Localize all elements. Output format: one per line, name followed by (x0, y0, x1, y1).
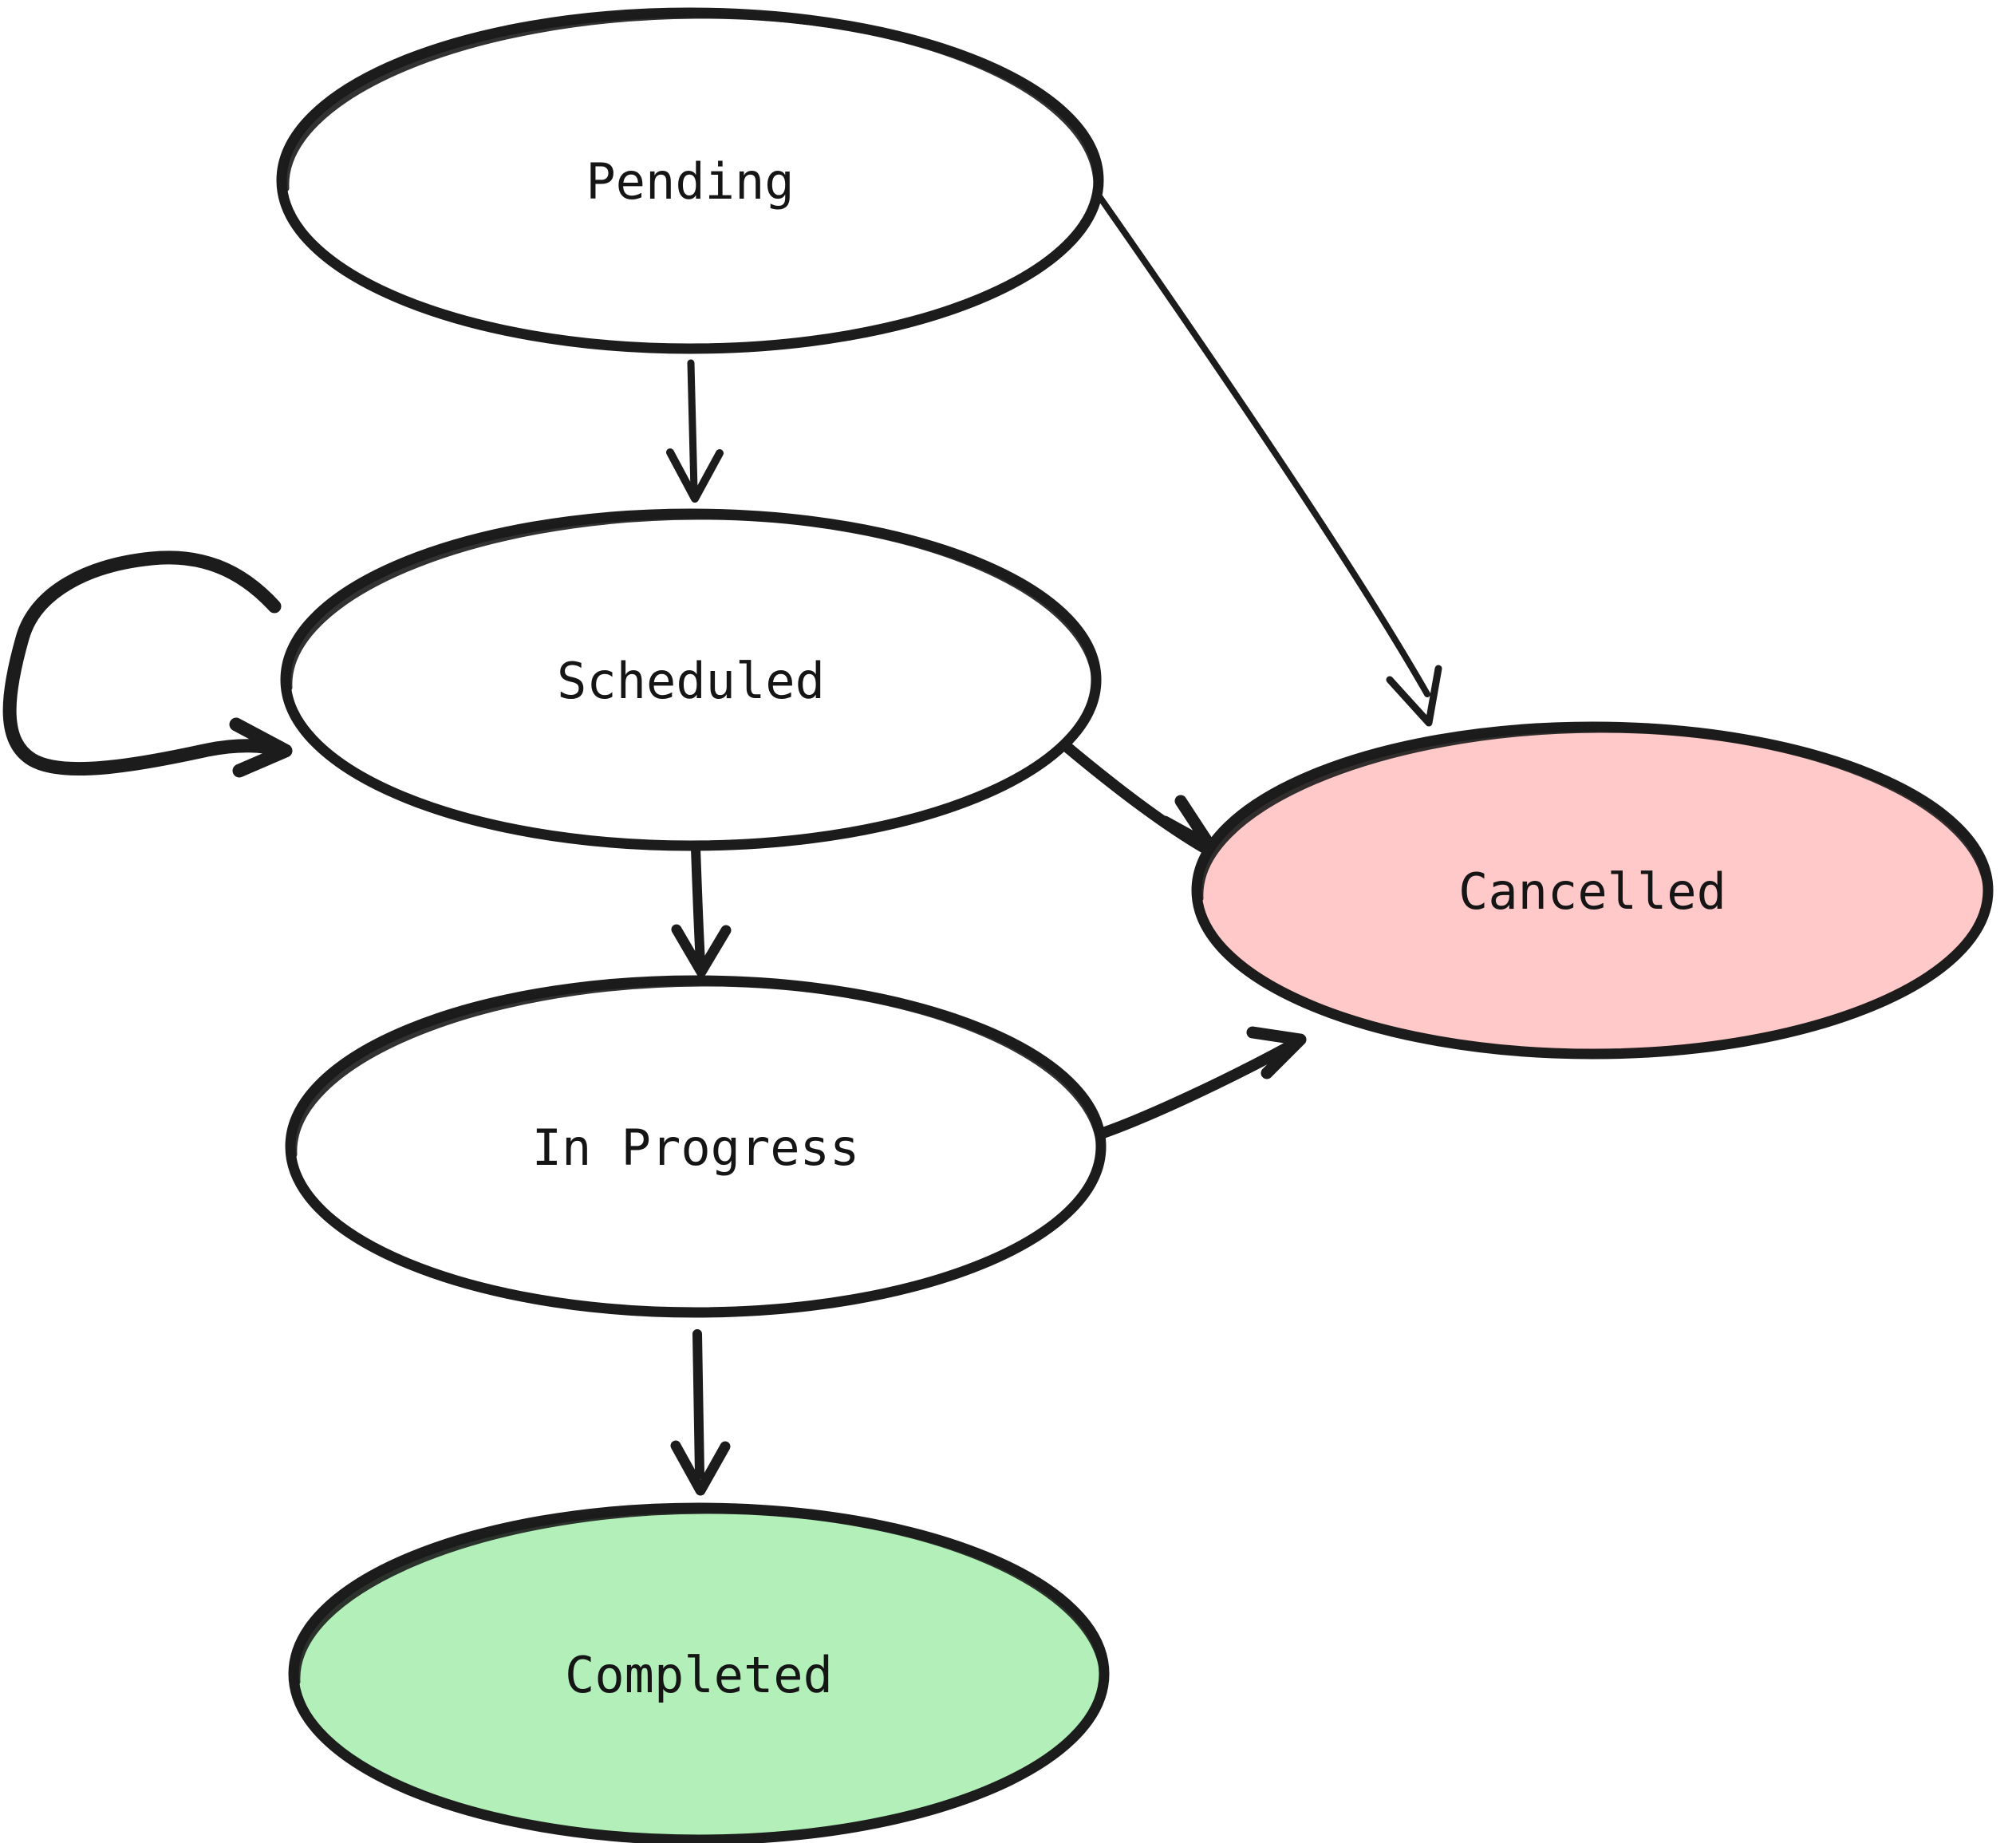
state-node-pending[interactable]: Pending (276, 7, 1104, 354)
state-node-in-progress[interactable]: In Progress (285, 975, 1107, 1318)
edge-scheduled-self-loop (2, 551, 293, 778)
scheduled-label: Scheduled (557, 652, 825, 710)
edge-inprogress-to-completed (670, 1329, 731, 1496)
state-node-completed[interactable]: Completed (288, 1502, 1110, 1843)
in-progress-label: In Progress (532, 1119, 860, 1177)
edge-scheduled-to-cancelled (1055, 736, 1217, 854)
cancelled-label: Cancelled (1458, 862, 1726, 921)
edge-pending-to-scheduled (666, 359, 724, 503)
edge-pending-to-cancelled (1087, 180, 1442, 727)
edge-scheduled-to-inprogress (671, 843, 732, 977)
scheduled-ellipse-sketch-overlay (285, 512, 1099, 692)
edge-inprogress-to-cancelled (1095, 1026, 1307, 1139)
in-progress-ellipse-sketch-overlay (290, 979, 1104, 1158)
state-node-scheduled[interactable]: Scheduled (280, 508, 1102, 851)
pending-label: Pending (586, 152, 794, 211)
cancelled-ellipse-sketch-overlay (1196, 725, 1991, 902)
completed-ellipse-sketch-overlay (293, 1506, 1107, 1686)
pending-ellipse-sketch-overlay (282, 11, 1101, 192)
completed-label: Completed (565, 1646, 833, 1704)
state-node-cancelled[interactable]: Cancelled (1191, 721, 1994, 1060)
